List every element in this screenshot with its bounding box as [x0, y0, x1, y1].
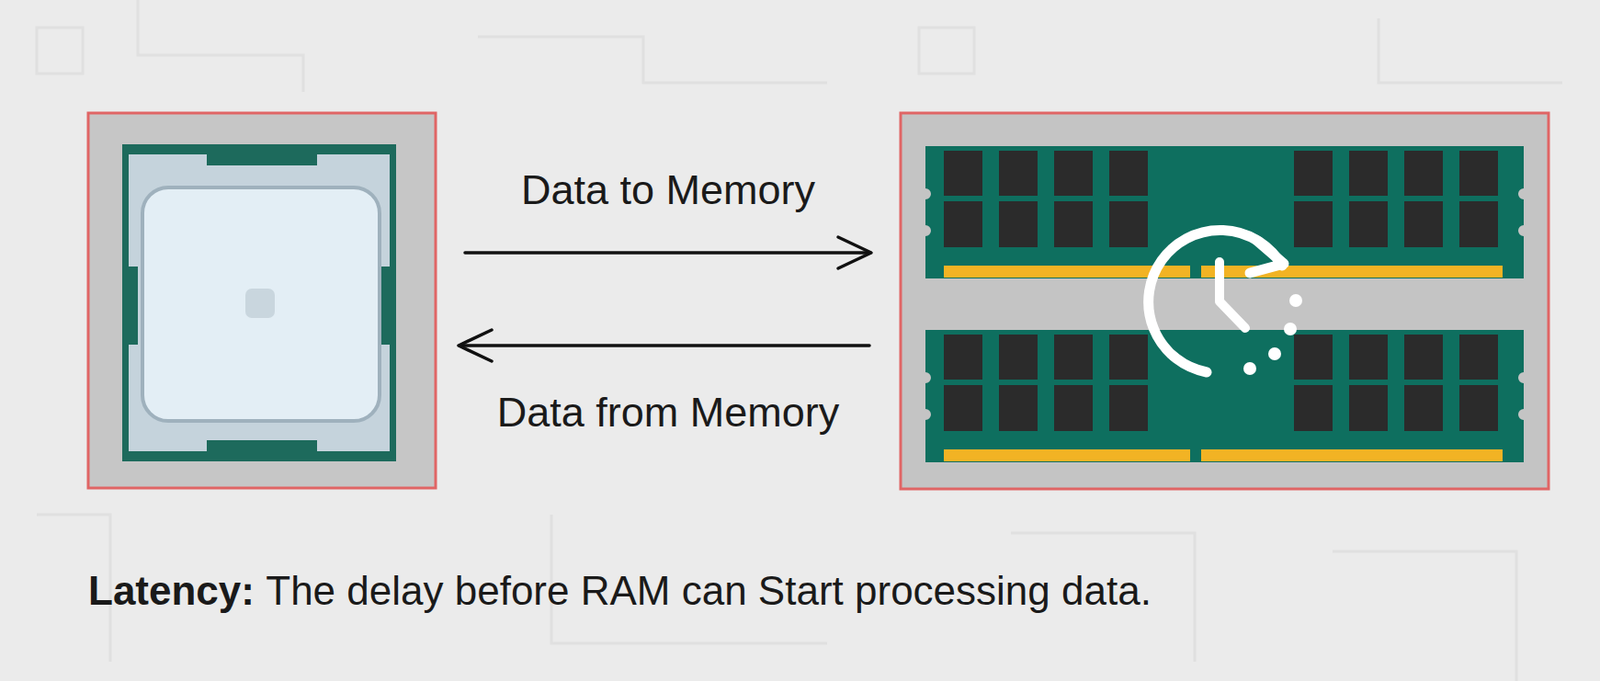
definition-line: Latency:The delay before RAM can Start p… — [88, 567, 1152, 614]
term: Latency: — [88, 567, 255, 613]
cpu-chip — [122, 144, 397, 462]
data-arrow — [458, 329, 870, 362]
arrow-label: Data to Memory — [521, 166, 816, 215]
clock-icon — [1148, 229, 1303, 375]
definition: The delay before RAM can Start processin… — [265, 567, 1152, 613]
ram-panel — [900, 113, 1549, 489]
data-arrow — [465, 237, 872, 269]
cpu-panel — [88, 113, 436, 488]
ram-stick — [925, 329, 1524, 463]
ram-stick — [925, 146, 1524, 279]
circuit-pattern — [36, 0, 1563, 681]
arrow-label: Data from Memory — [497, 388, 840, 437]
